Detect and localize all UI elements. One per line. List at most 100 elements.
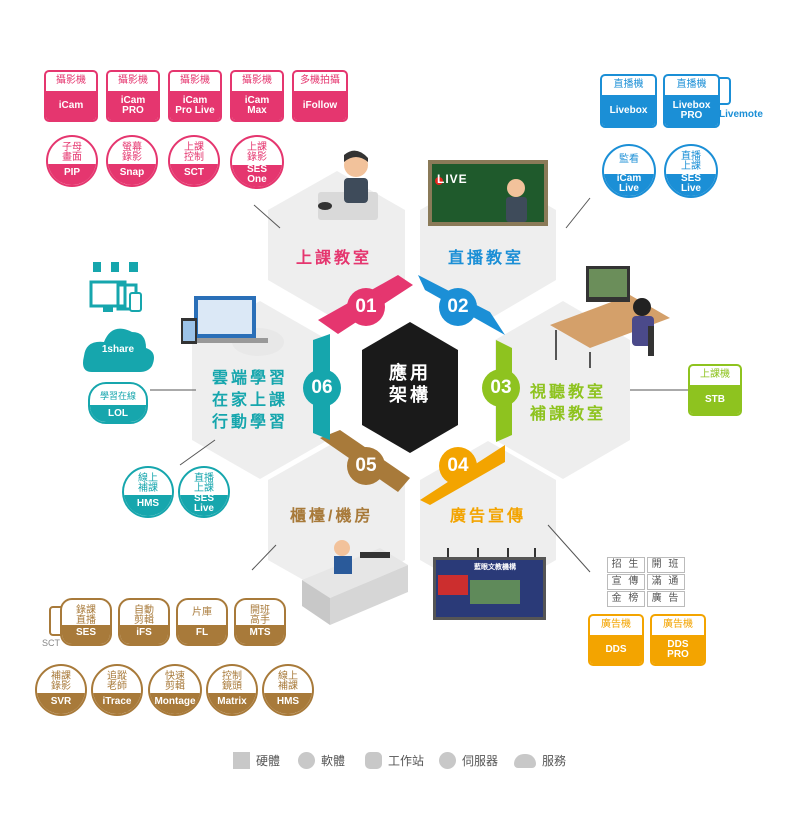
section-02-title: 直播教室 (448, 250, 525, 267)
octagon-icon (365, 752, 382, 769)
brown-octagon-product: FL (178, 624, 226, 644)
pink-circle-snap[interactable]: 螢幕 錄影 Snap (106, 135, 158, 187)
orange-tag-label: 廣告機 (663, 619, 693, 630)
pink-circle-sct[interactable]: 上課 控制 SCT (168, 135, 220, 187)
pink-circle-ses-one[interactable]: 上課 錄影 SES One (230, 135, 284, 189)
blue-tag-livebox-pro[interactable]: 直播機 Livebox PRO (663, 74, 720, 128)
study-desk-illustration (550, 266, 670, 368)
legend-label: 硬體 (256, 754, 281, 768)
section-03-title-line2: 補課教室 (530, 406, 607, 423)
brown-octagon-product: iFS (120, 624, 168, 644)
legend-label: 工作站 (388, 754, 425, 768)
brown-circle-itrace[interactable]: 追蹤 老師 iTrace (91, 664, 143, 716)
section-04-title: 廣告宣傳 (450, 508, 527, 525)
connector-06b (179, 439, 216, 466)
orange-tag-label: 廣告機 (601, 619, 631, 630)
teal-circle-ses-live[interactable]: 直播 上課 SES Live (178, 466, 230, 518)
pink-tag-ifollow[interactable]: 多機拍攝 iFollow (292, 70, 348, 122)
brown-octagon-label: 錄課 直播 (76, 605, 96, 626)
reception-counter-illustration (302, 540, 408, 625)
live-screen-text: LIVE (437, 172, 468, 186)
center-hexagon (362, 322, 458, 453)
square-icon (233, 752, 250, 769)
pink-circle-product: SES One (232, 165, 282, 187)
pink-circle-label: 子母 畫面 (62, 142, 82, 163)
section-03-title: 視聽教室 補課教室 (530, 382, 606, 426)
round-octagon-icon (439, 752, 456, 769)
blue-circle-icam-live[interactable]: 監看 iCam Live (602, 144, 656, 198)
number-01: 01 (355, 296, 377, 317)
brown-circle-label: 控制 鏡頭 (222, 671, 242, 692)
pink-tag-icam-pro[interactable]: 攝影機 iCam PRO (106, 70, 160, 122)
orange-tag-product: DDS PRO (652, 635, 704, 664)
brown-circle-hms[interactable]: 線上 補課 HMS (262, 664, 314, 716)
legend-label: 軟體 (321, 754, 346, 768)
section-06-title: 雲端學習 在家上課 行動學習 (212, 368, 288, 434)
ad-table-cell: 宣 傳 (607, 574, 645, 590)
brown-circle-montage[interactable]: 快速 剪輯 Montage (148, 664, 202, 716)
pink-tag-icam[interactable]: 攝影機 iCam (44, 70, 98, 122)
legend-software: 軟體 (298, 752, 345, 769)
orange-tag-dds[interactable]: 廣告機 DDS (588, 614, 644, 666)
connector-04 (547, 524, 591, 573)
teal-circle-hms[interactable]: 線上 補課 HMS (122, 466, 174, 518)
pink-tag-product: iCam Pro Live (170, 91, 220, 120)
center-title-line2: 架構 (389, 385, 431, 405)
connector-01 (253, 204, 281, 229)
brown-octagon-ifs[interactable]: 自動 剪輯 iFS (118, 598, 170, 646)
brown-octagon-fl[interactable]: 片庫 FL (176, 598, 228, 646)
pink-circle-product: SCT (170, 163, 218, 185)
laptop-cloud-illustration (181, 296, 284, 356)
green-tag-label: 上課機 (700, 369, 730, 380)
center-title: 應用 架構 (362, 362, 458, 406)
pink-circle-pip[interactable]: 子母 畫面 PIP (46, 135, 98, 187)
brown-octagon-label: 片庫 (192, 607, 212, 618)
number-04: 04 (447, 455, 469, 476)
brown-octagon-product: SES (62, 624, 110, 644)
section-06-title-line1: 雲端學習 (212, 370, 289, 387)
teal-circle-product: HMS (124, 494, 172, 516)
pink-circle-label: 上課 錄影 (247, 142, 267, 163)
pink-tag-product: iFollow (294, 91, 346, 120)
blue-tag-livebox[interactable]: 直播機 Livebox (600, 74, 657, 128)
badge-circle-06 (303, 369, 341, 407)
brown-circle-svr[interactable]: 補課 錄影 SVR (35, 664, 87, 716)
teal-circle-label: 直播 上課 (194, 473, 214, 494)
section-06-title-line2: 在家上課 (212, 392, 289, 409)
ad-table-cell: 金 榜 (607, 591, 645, 607)
ad-table-cell: 滿 通 (647, 574, 685, 590)
teal-cloud-lol[interactable]: 學習在線 LOL (88, 382, 148, 424)
pink-circle-label: 螢幕 錄影 (122, 142, 142, 163)
brown-octagon-label: 開班 高手 (250, 605, 270, 626)
pink-tag-icam-pro-live[interactable]: 攝影機 iCam Pro Live (168, 70, 222, 122)
teacher-podium-illustration (318, 150, 378, 220)
pink-tag-icam-max[interactable]: 攝影機 iCam Max (230, 70, 284, 122)
pink-circle-product: PIP (48, 163, 96, 185)
brown-octagon-ses[interactable]: 錄課 直播 SES (60, 598, 112, 646)
brown-circle-matrix[interactable]: 控制 鏡頭 Matrix (206, 664, 258, 716)
green-tag-stb[interactable]: 上課機 STB (688, 364, 742, 416)
badge-circle-01 (347, 288, 385, 326)
number-02: 02 (447, 296, 469, 317)
pink-tag-label: 攝影機 (180, 75, 210, 86)
brown-circle-label: 補課 錄影 (51, 671, 71, 692)
orange-tag-product: DDS (590, 635, 642, 664)
brown-circle-label: 追蹤 老師 (107, 671, 127, 692)
blue-circle-ses-live[interactable]: 直播 上課 SES Live (664, 144, 718, 198)
pink-circle-label: 上課 控制 (184, 142, 204, 163)
badge-circle-02 (439, 288, 477, 326)
ad-table-cell: 廣 告 (647, 591, 685, 607)
brown-circle-label: 線上 補課 (278, 671, 298, 692)
badge-circle-05 (347, 447, 385, 485)
pink-tag-product: iCam Max (232, 91, 282, 120)
legend-hardware: 硬體 (233, 752, 280, 769)
blue-circle-product: SES Live (666, 174, 716, 196)
legend-server: 伺服器 (439, 752, 498, 769)
brown-octagon-mts[interactable]: 開班 高手 MTS (234, 598, 286, 646)
orange-tag-dds-pro[interactable]: 廣告機 DDS PRO (650, 614, 706, 666)
legend-label: 服務 (542, 754, 567, 768)
blue-tag-product: Livebox PRO (665, 95, 718, 126)
teal-circle-label: 線上 補課 (138, 473, 158, 494)
ad-table-cell: 招 生 (607, 557, 645, 573)
